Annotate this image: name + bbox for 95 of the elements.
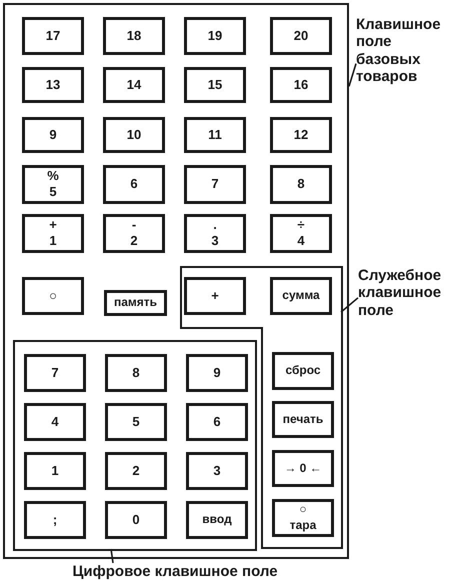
callout-label: Служебное клавишное поле xyxy=(358,267,462,323)
key-label: 4 xyxy=(297,234,305,248)
keyboard-key xyxy=(184,277,246,315)
keyboard-panel xyxy=(3,3,349,559)
key-label: 5 xyxy=(132,414,140,430)
keyboard-key xyxy=(24,501,86,539)
keyboard-key xyxy=(22,214,84,253)
key-label: + xyxy=(49,218,57,232)
keyboard-key xyxy=(270,117,332,153)
keyboard-key xyxy=(24,403,86,441)
key-label: ; xyxy=(52,512,58,528)
key-label: печать xyxy=(282,412,324,426)
key-label: 2 xyxy=(132,464,140,478)
key-label: 3 xyxy=(213,464,221,478)
keyboard-key xyxy=(186,354,248,392)
keyboard-key xyxy=(272,401,334,438)
key-label: 2 xyxy=(130,234,138,248)
key-label: 12 xyxy=(294,128,308,142)
keyboard-key xyxy=(270,165,332,204)
key-label: 5 xyxy=(49,184,57,199)
leader-line xyxy=(110,548,114,564)
leader-line xyxy=(348,63,357,87)
keyboard-key xyxy=(186,403,248,441)
callout-label: Цифровое клавишное поле xyxy=(20,563,330,583)
key-label: ○ xyxy=(49,288,57,304)
key-label: 15 xyxy=(208,78,222,92)
callout-label: Клавишное поле базовых товаров xyxy=(356,16,460,86)
keyboard-key xyxy=(103,214,165,253)
keyboard-key xyxy=(103,67,165,103)
keyboard-key xyxy=(105,354,167,392)
key-label: 6 xyxy=(213,414,221,430)
key-label: 20 xyxy=(294,28,308,44)
key-label: 8 xyxy=(297,177,305,192)
keyboard-key xyxy=(272,352,334,390)
key-label: 7 xyxy=(211,177,219,192)
key-label: ввод xyxy=(202,513,232,527)
keyboard-key xyxy=(184,67,246,103)
keyboard-key xyxy=(103,117,165,153)
keyboard-key xyxy=(105,403,167,441)
key-label: 18 xyxy=(126,28,142,44)
key-label: 1 xyxy=(51,464,59,478)
key-label: 9 xyxy=(213,366,221,380)
key-label: 4 xyxy=(51,414,59,430)
keyboard-key xyxy=(270,214,332,253)
key-label: сумма xyxy=(282,289,320,303)
key-label: тара xyxy=(290,518,316,532)
service-key-zone xyxy=(180,266,343,549)
keyboard-key xyxy=(103,165,165,204)
keyboard-key xyxy=(22,277,84,315)
key-label: 13 xyxy=(46,78,60,92)
keyboard-key xyxy=(22,117,84,153)
keyboard-key xyxy=(24,452,86,490)
keyboard-key xyxy=(24,354,86,392)
keyboard-key xyxy=(22,17,84,55)
key-label: 16 xyxy=(294,78,308,92)
key-label: 1 xyxy=(49,234,57,248)
keyboard-key xyxy=(22,165,84,204)
key-label: 17 xyxy=(46,28,60,44)
key-label: 0 xyxy=(132,512,140,528)
key-label: 7 xyxy=(51,366,59,380)
keyboard-key xyxy=(104,290,167,316)
keyboard-key xyxy=(184,165,246,204)
numeric-key-zone xyxy=(13,340,257,551)
key-label: 10 xyxy=(126,128,142,142)
keyboard-key xyxy=(184,17,246,55)
key-label: сброс xyxy=(285,364,321,378)
keyboard-key xyxy=(270,277,332,315)
key-label: 9 xyxy=(49,128,57,142)
key-label: + xyxy=(211,288,219,304)
key-label: 8 xyxy=(132,366,140,380)
key-label: 3 xyxy=(211,234,219,248)
keyboard-key xyxy=(272,499,334,537)
keyboard-key xyxy=(186,501,248,539)
keyboard-key xyxy=(270,17,332,55)
keyboard-key xyxy=(184,214,246,253)
keyboard-key xyxy=(270,67,332,103)
key-label: ○ xyxy=(299,503,307,516)
leader-line xyxy=(340,297,359,313)
keyboard-key xyxy=(186,452,248,490)
key-label: . xyxy=(213,218,217,232)
keyboard-key xyxy=(105,501,167,539)
key-label: % xyxy=(47,169,59,184)
keyboard-key xyxy=(22,67,84,103)
key-label: 19 xyxy=(208,28,222,44)
key-label: 11 xyxy=(208,128,222,142)
keyboard-key xyxy=(105,452,167,490)
key-label: память xyxy=(114,296,158,310)
key-label: - xyxy=(132,218,136,232)
keyboard-key xyxy=(272,450,334,487)
key-label: ÷ xyxy=(297,218,305,232)
key-label: → 0 ← xyxy=(284,462,322,476)
keyboard-key xyxy=(184,117,246,153)
keyboard-key xyxy=(103,17,165,55)
key-label: 6 xyxy=(130,177,138,192)
key-label: 14 xyxy=(126,78,142,92)
